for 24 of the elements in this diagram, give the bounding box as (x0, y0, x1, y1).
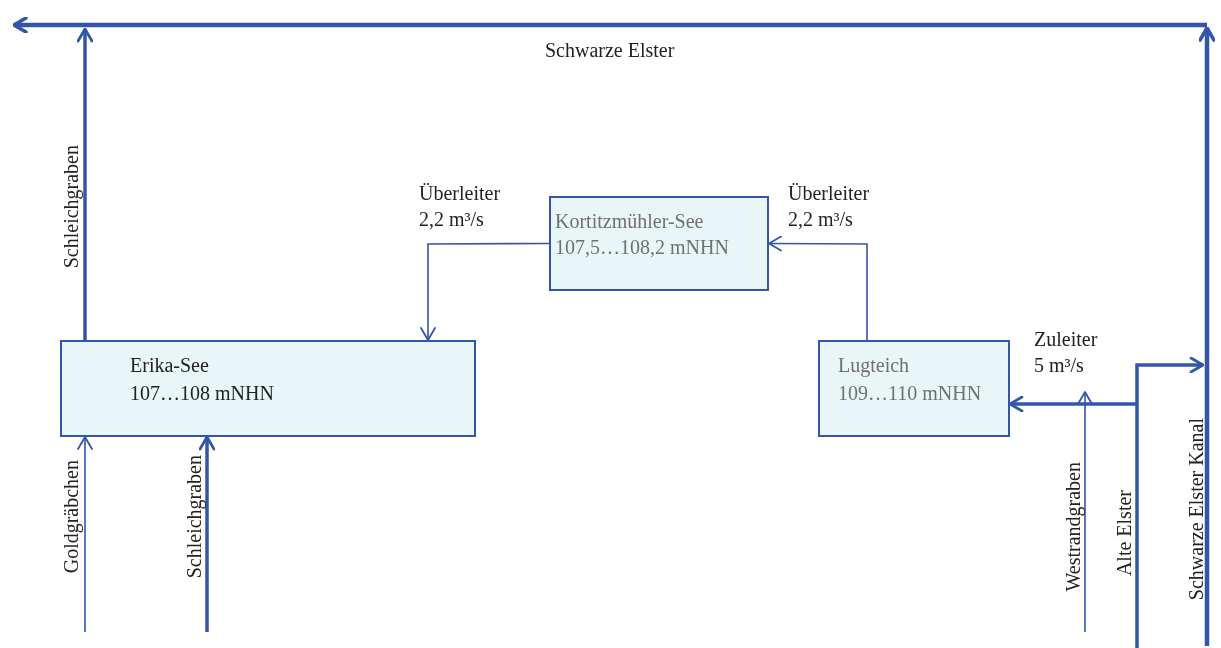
river-name: Schwarze Elster (545, 38, 675, 63)
lake-box (60, 340, 476, 437)
water-level: 107…108 mNHN (130, 381, 274, 406)
lake-box (549, 196, 769, 291)
edge-label: Goldgräbchen (59, 460, 84, 574)
edge-label: Überleiter 2,2 m³/s (788, 181, 871, 232)
arrow (420, 242, 550, 341)
water-level: 109…110 mNHN (838, 381, 982, 406)
edge-label: Überleiter 2,2 m³/s (419, 181, 502, 232)
arrow (768, 235, 868, 341)
arrow (77, 436, 93, 633)
arrow (76, 27, 94, 340)
edge-label: Schleichgraben (182, 455, 207, 579)
lake-name: Kortitzmühler-See (555, 209, 704, 234)
edge-label: Schleichgraben (59, 145, 84, 269)
river-name: Schwarze Elster Kanal (1184, 418, 1208, 601)
river-name: Westrandgraben (1061, 462, 1086, 592)
water-level: 107,5…108,2 mNHN (555, 235, 729, 260)
lake-box (818, 340, 1010, 437)
edge-label: Zuleiter 5 m³/s (1034, 327, 1099, 378)
arrow (198, 435, 216, 632)
river-name: Alte Elster (1112, 490, 1136, 577)
lake-name: Erika-See (130, 353, 209, 378)
lake-name: Lugteich (838, 353, 910, 378)
